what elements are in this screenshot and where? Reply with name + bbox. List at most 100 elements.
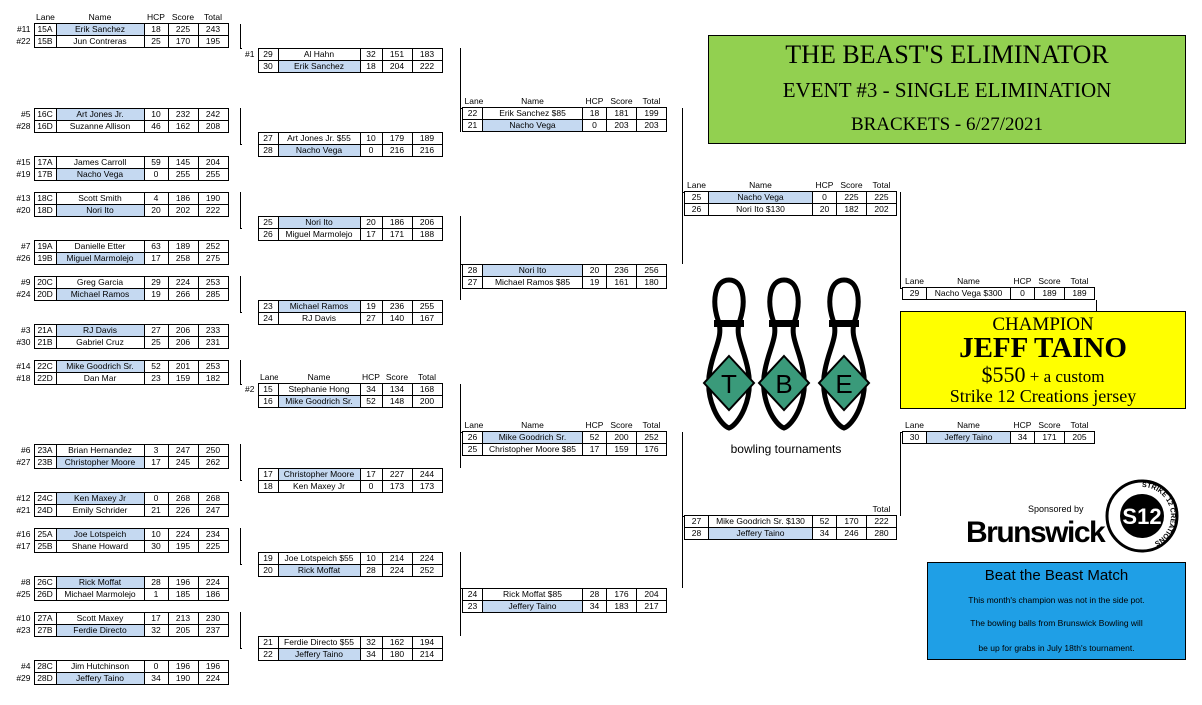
player-score: 189	[167, 240, 199, 253]
player-score: 189	[1034, 287, 1065, 300]
player-score: 203	[606, 119, 637, 132]
column-header-name: Name	[88, 12, 112, 22]
bracket-connector-line	[240, 48, 242, 49]
player-score: 213	[167, 612, 199, 625]
seed: #14	[16, 361, 31, 371]
column-header-hcp: HCP	[1013, 420, 1032, 430]
column-header-total: Total	[872, 504, 891, 514]
player-total: 280	[866, 527, 897, 540]
seed	[242, 637, 258, 649]
player-score: 205	[167, 624, 199, 637]
player-total: 224	[197, 576, 229, 589]
player-lane: 25	[462, 443, 483, 456]
player-hcp: 34	[1010, 431, 1035, 444]
beast-line3: be up for grabs in July 18th's tournamen…	[978, 643, 1135, 653]
bracket-connector-line	[460, 588, 462, 589]
player-name: Nori Ito $130	[708, 203, 813, 216]
champion-label: CHAMPION	[992, 314, 1094, 335]
bracket-connector-line	[240, 276, 241, 312]
column-header-total: Total	[204, 12, 222, 22]
player-hcp: 10	[359, 552, 383, 565]
logo-letter-b: B	[775, 369, 792, 399]
player-lane: 23	[462, 600, 483, 613]
seed	[242, 313, 258, 325]
column-header-name: Name	[307, 372, 331, 382]
column-header-score: Score	[1038, 420, 1061, 430]
player-name: Scott Smith	[55, 192, 145, 205]
brunswick-logo: Brunswick	[966, 516, 1106, 549]
player-lane: 21A	[33, 324, 57, 337]
event-subtitle: EVENT #3 - SINGLE ELIMINATION	[782, 78, 1112, 102]
column-header-name	[709, 504, 813, 516]
seed	[242, 649, 258, 661]
tbe-logo: T B E bowling tournaments	[702, 277, 871, 456]
player-name: Jeffery Taino	[482, 600, 583, 613]
player-score: 214	[381, 552, 413, 565]
player-lane: 17A	[33, 156, 57, 169]
player-lane: 28	[684, 527, 709, 540]
player-name: Nori Ito	[277, 216, 361, 229]
player-lane: 28	[257, 144, 279, 157]
bracket-connector-line	[240, 444, 241, 480]
player-lane: 19A	[33, 240, 57, 253]
strike12-badge-icon: S12 STRIKE 12 CREATIONS	[1105, 479, 1179, 553]
bracket-connector-line	[240, 648, 242, 649]
player-lane: 25B	[33, 540, 57, 553]
player-total: 208	[197, 120, 229, 133]
player-score: 196	[167, 660, 199, 673]
player-lane: 30	[902, 431, 927, 444]
player-score: 266	[167, 288, 199, 301]
player-lane: 16D	[33, 120, 57, 133]
player-name: Gabriel Cruz	[55, 336, 145, 349]
column-header-total: Total	[1070, 420, 1089, 430]
player-total: 247	[197, 504, 229, 517]
player-lane: 17B	[33, 168, 57, 181]
seed: #19	[16, 169, 31, 179]
bracket-connector-line	[240, 480, 242, 481]
logo-letter-e: E	[835, 369, 852, 399]
player-score: 255	[167, 168, 199, 181]
player-hcp: 29	[143, 276, 169, 289]
bracket-connector-line	[460, 216, 461, 300]
seed: #25	[16, 589, 31, 599]
seed	[242, 217, 258, 229]
player-total: 256	[636, 264, 667, 277]
player-lane: 16	[257, 395, 279, 408]
seed: #4	[21, 661, 31, 671]
player-score: 227	[381, 468, 413, 481]
seed: #10	[16, 613, 31, 623]
player-name: Christopher Moore $85	[482, 443, 583, 456]
player-lane: 16C	[33, 108, 57, 121]
player-score: 186	[167, 192, 199, 205]
player-name: Jeffery Taino	[926, 431, 1011, 444]
bracket-connector-line	[240, 228, 242, 229]
player-score: 140	[381, 312, 413, 325]
seed: #15	[16, 157, 31, 167]
bracket-connector-line	[900, 192, 901, 288]
player-total: 262	[197, 456, 229, 469]
player-score: 171	[381, 228, 413, 241]
player-name: Miguel Marmolejo	[55, 252, 145, 265]
player-lane: 15	[257, 383, 279, 396]
